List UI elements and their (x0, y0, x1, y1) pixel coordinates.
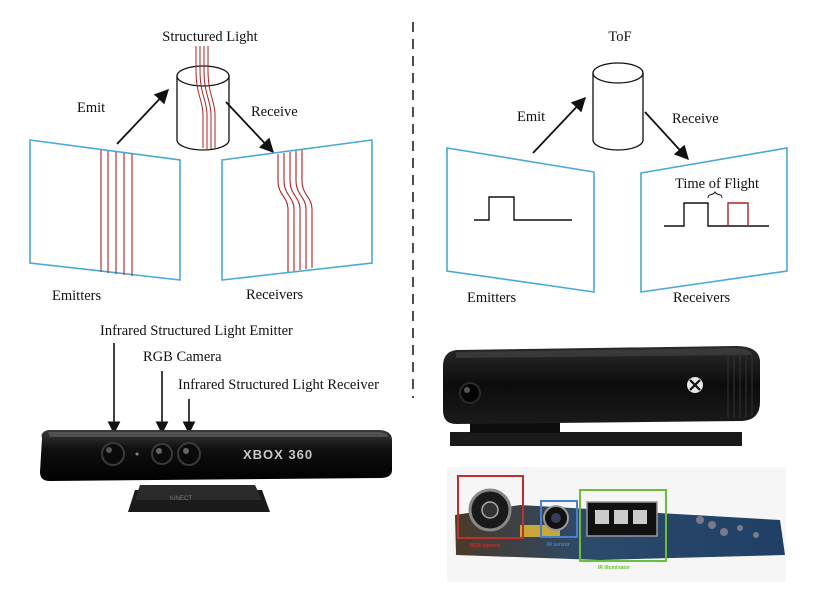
kinect-v2-board: RGB camera IR sensor IR illuminator (447, 467, 786, 582)
emitters-label: Emitters (52, 288, 101, 304)
tof-receivers-label: Receivers (673, 290, 731, 306)
emitter-panel (29, 139, 181, 281)
time-of-flight-label: Time of Flight (675, 176, 759, 192)
rgb-camera-label: RGB Camera (143, 349, 222, 365)
tof-receiver-panel: Time of Flight (640, 147, 788, 293)
structured-light-cylinder (176, 46, 230, 151)
structured-light-diagram: Structured Light Emit Receive (29, 29, 373, 304)
rgb-camera-box (457, 475, 524, 539)
receiver-panel (221, 139, 373, 281)
time-of-flight-brace (707, 190, 723, 199)
ir-receiver-label: Infrared Structured Light Receiver (178, 377, 379, 393)
kinect-v2-device (443, 346, 760, 446)
emit-arrow (116, 88, 169, 145)
ir-sensor-box-label: IR sensor (547, 542, 570, 548)
tof-emit-arrow (532, 96, 586, 154)
tof-emitters-label: Emitters (467, 290, 516, 306)
emit-label: Emit (77, 100, 105, 116)
ir-receiver-lens (177, 442, 201, 466)
tof-receive-arrow (644, 111, 689, 161)
tof-receive-label: Receive (672, 111, 719, 127)
ir-illuminator-box (579, 489, 667, 562)
tof-title: ToF (608, 29, 631, 45)
rgb-camera-lens (151, 443, 173, 465)
tof-emitter-panel (446, 147, 595, 293)
ir-emitter-label: Infrared Structured Light Emitter (100, 323, 293, 339)
receivers-label: Receivers (246, 287, 304, 303)
kinect-v1-device: KINECT XBOX 360 (40, 430, 392, 512)
tof-diagram: ToF Emit Receive Emitters Time of Flight… (446, 29, 788, 306)
svg-text:KINECT: KINECT (170, 496, 192, 502)
receive-arrow (225, 101, 274, 154)
ir-emitter-lens (101, 442, 125, 466)
rgb-camera-box-label: RGB camera (470, 543, 500, 549)
kinect-v1-section: Infrared Structured Light Emitter RGB Ca… (40, 323, 392, 512)
ir-illuminator-box-label: IR illuminator (598, 565, 630, 571)
tof-cylinder (592, 62, 644, 151)
structured-light-title: Structured Light (162, 29, 257, 45)
kinect-v2-rgb-lens (459, 382, 481, 404)
xbox-360-logo: XBOX 360 (243, 447, 313, 462)
ir-sensor-box (540, 500, 578, 538)
receive-label: Receive (251, 104, 298, 120)
xbox-logo-icon (687, 377, 703, 393)
tof-emit-label: Emit (517, 109, 545, 125)
